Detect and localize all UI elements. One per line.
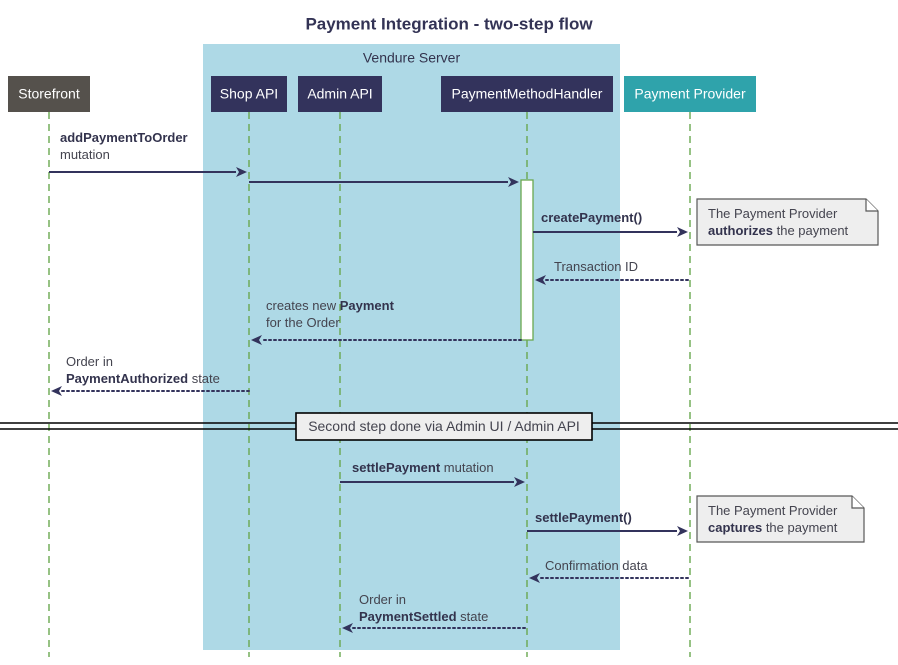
note-fold-corner	[851, 496, 864, 509]
arrowhead	[251, 335, 262, 345]
arrowhead	[508, 177, 519, 187]
participant-box[interactable]	[624, 76, 756, 112]
participant-label: Payment Provider	[634, 86, 746, 102]
message-settle-payment-mutation: settlePayment mutation	[340, 460, 525, 487]
arrowhead	[236, 167, 247, 177]
message-confirmation-data: Confirmation data	[529, 558, 689, 583]
note-fold-corner	[865, 199, 878, 212]
participant-box[interactable]	[211, 76, 287, 112]
group-background	[203, 44, 620, 650]
participant-label: PaymentMethodHandler	[452, 86, 603, 102]
arrowhead	[514, 477, 525, 487]
message-label: Confirmation data	[545, 558, 648, 573]
arrowhead	[342, 623, 353, 633]
message-shop-api-to-handler	[249, 177, 519, 187]
participant-label: Admin API	[307, 86, 372, 102]
message-create-payment: createPayment()	[533, 210, 688, 237]
arrowhead	[51, 386, 62, 396]
arrowhead	[677, 227, 688, 237]
group-label: Vendure Server	[363, 50, 461, 66]
participant-label: Storefront	[18, 86, 80, 102]
arrowhead	[535, 275, 546, 285]
message-label: settlePayment mutation	[352, 460, 494, 475]
message-label: settlePayment()	[535, 510, 632, 525]
divider-separator: Second step done via Admin UI / Admin AP…	[0, 412, 898, 441]
participant-shop-api[interactable]: Shop API	[211, 76, 287, 112]
divider-label: Second step done via Admin UI / Admin AP…	[308, 418, 580, 434]
participant-box[interactable]	[8, 76, 90, 112]
note-body	[696, 198, 879, 246]
participant-label: Shop API	[220, 86, 278, 102]
participant-storefront[interactable]: Storefront	[8, 76, 90, 112]
message-settle-payment-call: settlePayment()	[527, 510, 688, 536]
participant-box[interactable]	[298, 76, 382, 112]
divider-label-box	[295, 412, 593, 441]
arrowhead	[677, 526, 688, 536]
activation-bar	[520, 179, 534, 341]
message-transaction-id: Transaction ID	[535, 259, 689, 285]
group-vendure-server: Vendure Server	[203, 44, 620, 650]
note-body	[696, 495, 865, 543]
participant-box[interactable]	[441, 76, 613, 112]
message-label: createPayment()	[541, 210, 642, 225]
participant-admin-api[interactable]: Admin API	[298, 76, 382, 112]
participant-payment-method-handler[interactable]: PaymentMethodHandler	[441, 76, 613, 112]
message-label: Transaction ID	[554, 259, 638, 274]
arrowhead	[529, 573, 540, 583]
participant-payment-provider[interactable]: Payment Provider	[624, 76, 756, 112]
page-title: Payment Integration - two-step flow	[305, 14, 593, 33]
participants-layer: Storefront Shop API Admin API PaymentMethod…	[8, 76, 756, 112]
activations-layer	[520, 179, 534, 341]
